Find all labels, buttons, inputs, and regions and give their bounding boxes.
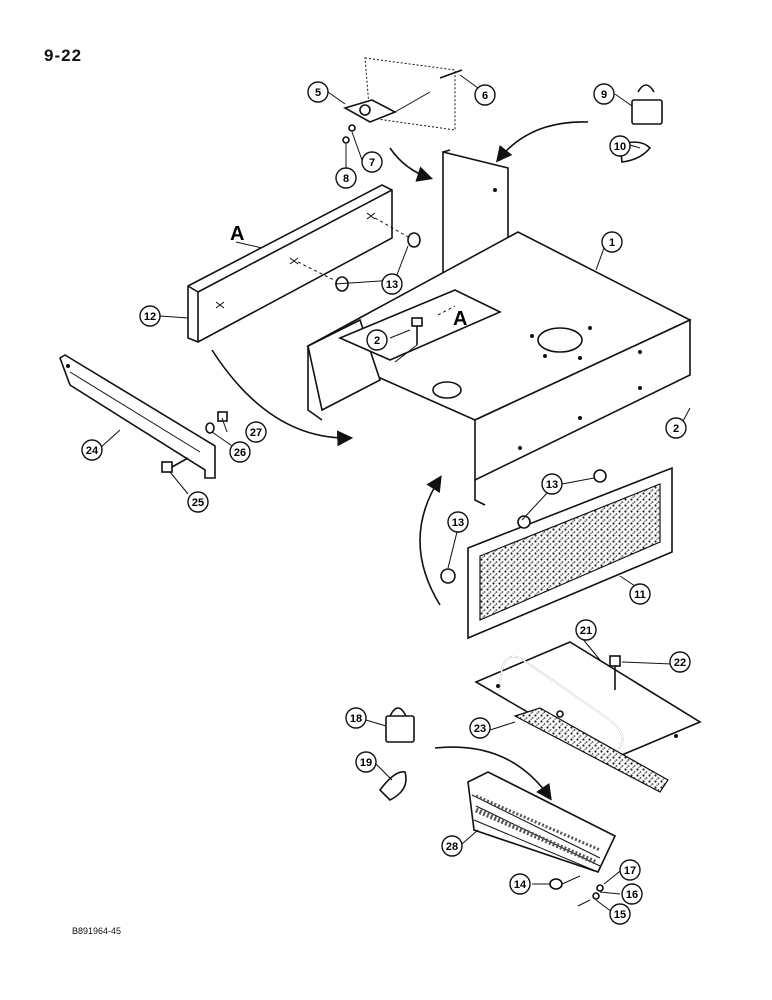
view-letter-a-2: A (453, 308, 467, 330)
callout-10: 10 (609, 135, 631, 157)
callouts: 1 2 2 2 5 6 7 8 9 10 11 12 13 13 13 13 1… (81, 81, 691, 925)
svg-text:26: 26 (234, 447, 246, 459)
callout-24: 24 (81, 439, 103, 461)
callout-28: 28 (441, 835, 463, 857)
callout-16: 16 (621, 883, 643, 905)
callout-14: 14 (509, 873, 531, 895)
svg-text:5: 5 (315, 87, 321, 99)
assembly-arrows (211, 121, 589, 801)
svg-text:7: 7 (369, 157, 375, 169)
svg-text:11: 11 (634, 589, 646, 601)
side-panel-a: A (187, 184, 421, 343)
callout-27: 27 (245, 421, 267, 443)
svg-text:1: 1 (609, 237, 615, 249)
svg-text:15: 15 (614, 909, 626, 921)
callout-18: 18 (345, 707, 367, 729)
callout-9: 9 (593, 83, 615, 105)
callout-7: 7 (361, 151, 383, 173)
svg-text:13: 13 (452, 517, 464, 529)
svg-text:10: 10 (614, 141, 626, 153)
latch-assembly (342, 69, 463, 144)
side-strip (59, 354, 228, 479)
callout-13b: 13 (541, 473, 563, 495)
callout-22: 22 (669, 651, 691, 673)
svg-text:13: 13 (386, 279, 398, 291)
svg-text:25: 25 (192, 497, 204, 509)
svg-text:22: 22 (674, 657, 686, 669)
callout-2b: 2 (665, 417, 687, 439)
mounting-plate (364, 57, 456, 131)
svg-text:6: 6 (482, 90, 488, 102)
svg-text:24: 24 (86, 445, 99, 457)
svg-text:9: 9 (601, 89, 607, 101)
callout-21: 21 (575, 619, 597, 641)
foam-strip (513, 707, 669, 793)
page-title: 9-22 (44, 46, 83, 65)
svg-text:18: 18 (350, 713, 362, 725)
callout-25: 25 (187, 491, 209, 513)
svg-text:19: 19 (360, 757, 372, 769)
foam-filter-frame (440, 466, 673, 640)
svg-text:14: 14 (514, 879, 527, 891)
callout-17: 17 (619, 859, 641, 881)
svg-text:23: 23 (474, 723, 486, 735)
svg-text:13: 13 (546, 479, 558, 491)
callout-19: 19 (355, 751, 377, 773)
callout-1: 1 (601, 231, 623, 253)
callout-15: 15 (609, 903, 631, 925)
callout-11: 11 (629, 583, 651, 605)
callout-23: 23 (469, 717, 491, 739)
svg-text:16: 16 (626, 889, 638, 901)
louvered-grille (467, 771, 617, 907)
callout-8: 8 (335, 167, 357, 189)
bolt-2-top: A (394, 305, 467, 363)
view-letter-a-1: A (230, 223, 244, 245)
svg-text:27: 27 (250, 427, 262, 439)
svg-text:2: 2 (374, 335, 380, 347)
padlock-bottom (378, 707, 415, 801)
callout-12: 12 (139, 305, 161, 327)
callout-5: 5 (307, 81, 329, 103)
callout-26: 26 (229, 441, 251, 463)
svg-text:2: 2 (673, 423, 679, 435)
svg-text:21: 21 (580, 625, 592, 637)
callout-2a: 2 (366, 329, 388, 351)
svg-text:12: 12 (144, 311, 156, 323)
svg-text:8: 8 (343, 173, 349, 185)
leader-lines (99, 74, 691, 913)
drawing-code: B891964-45 (72, 926, 122, 936)
svg-text:28: 28 (446, 841, 458, 853)
svg-text:17: 17 (624, 865, 636, 877)
callout-6: 6 (474, 84, 496, 106)
callout-13a: 13 (381, 273, 403, 295)
callout-13c: 13 (447, 511, 469, 533)
